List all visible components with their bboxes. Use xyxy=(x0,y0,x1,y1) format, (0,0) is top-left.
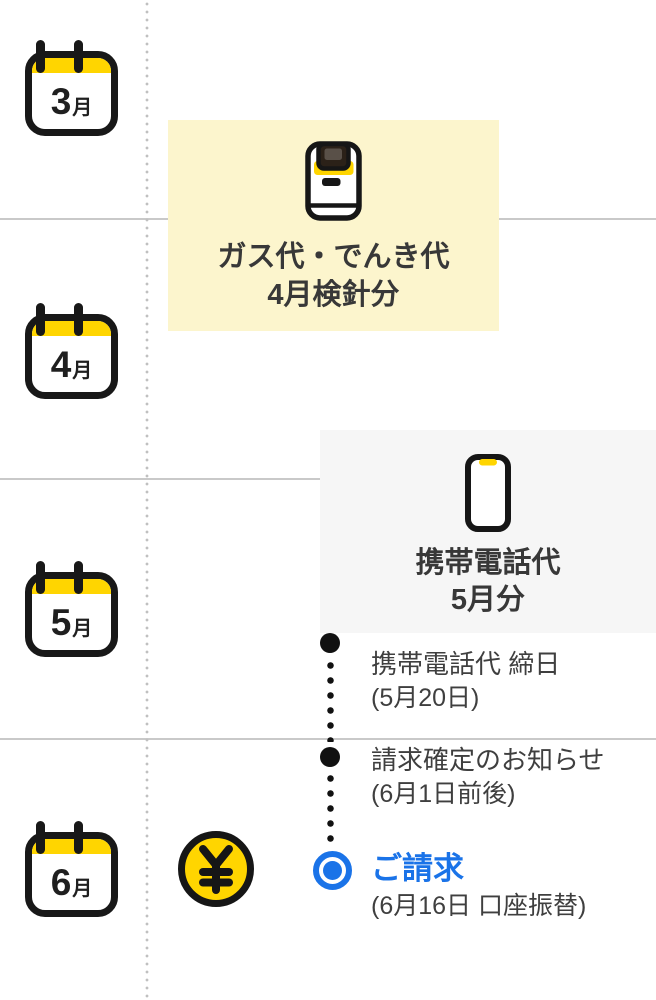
calendar-pin-icon xyxy=(74,821,83,854)
month-number: 5 xyxy=(50,602,72,643)
utility-bill-card: ガス代・でんき代 4月検針分 xyxy=(168,120,499,331)
timeline-dot xyxy=(320,633,340,653)
month-unit: 月 xyxy=(72,618,93,640)
event-subtitle: (6月16日 口座振替) xyxy=(371,892,587,920)
calendar-pin-icon xyxy=(36,821,45,854)
event-subtitle: (5月20日) xyxy=(371,684,480,712)
event-subtitle: (6月1日前後) xyxy=(371,780,516,808)
calendar-band xyxy=(32,839,111,854)
calendar-icon-april: 4月 xyxy=(25,303,118,399)
calendar-icon-may: 5月 xyxy=(25,561,118,657)
utility-card-title: ガス代・でんき代 4月検針分 xyxy=(217,238,449,314)
month-label: 4月 xyxy=(25,339,118,391)
calendar-band xyxy=(32,579,111,594)
event-billing: ご請求 (6月16日 口座振替) xyxy=(371,850,586,922)
mobile-bill-card: 携帯電話代 5月分 xyxy=(320,430,656,633)
billing-target-inner-dot xyxy=(323,861,342,880)
month-label: 3月 xyxy=(25,76,118,128)
calendar-body xyxy=(25,314,118,399)
utility-card-title-line2: 4月検針分 xyxy=(267,279,400,311)
yen-symbol-icon xyxy=(199,845,233,894)
month-label: 6月 xyxy=(25,857,118,909)
month-unit: 月 xyxy=(72,878,93,900)
calendar-icon-june: 6月 xyxy=(25,821,118,917)
event-title: 請求確定のお知らせ xyxy=(371,745,605,775)
calendar-pin-icon xyxy=(36,303,45,336)
dotted-connector xyxy=(327,658,334,742)
event-title: ご請求 xyxy=(371,851,464,886)
gas-meter-icon xyxy=(305,141,362,221)
event-title: 携帯電話代 締日 xyxy=(371,649,561,679)
vertical-dotted-line xyxy=(145,0,149,1000)
calendar-band xyxy=(32,58,111,73)
event-invoice-notice: 請求確定のお知らせ (6月1日前後) xyxy=(371,743,604,811)
event-mobile-closing-date: 携帯電話代 締日 (5月20日) xyxy=(371,647,560,715)
month-number: 4 xyxy=(50,344,72,385)
dotted-connector xyxy=(327,771,334,846)
smartphone-icon xyxy=(465,454,511,532)
timeline-dot xyxy=(320,747,340,767)
calendar-pin-icon xyxy=(74,40,83,73)
mobile-card-title: 携帯電話代 5月分 xyxy=(415,545,560,619)
month-unit: 月 xyxy=(72,97,93,119)
utility-card-title-line1: ガス代・でんき代 xyxy=(217,241,450,273)
calendar-band xyxy=(32,321,111,336)
calendar-body xyxy=(25,832,118,917)
mobile-card-title-line1: 携帯電話代 xyxy=(415,547,561,579)
calendar-icon-march: 3月 xyxy=(25,40,118,136)
calendar-pin-icon xyxy=(74,303,83,336)
calendar-pin-icon xyxy=(36,561,45,594)
mobile-card-title-line2: 5月分 xyxy=(450,584,526,616)
month-number: 6 xyxy=(50,862,72,903)
month-label: 5月 xyxy=(25,597,118,649)
calendar-pin-icon xyxy=(36,40,45,73)
month-number: 3 xyxy=(50,81,72,122)
month-unit: 月 xyxy=(72,360,93,382)
calendar-pin-icon xyxy=(74,561,83,594)
yen-coin-icon xyxy=(178,831,254,907)
billing-target-icon xyxy=(313,851,352,890)
